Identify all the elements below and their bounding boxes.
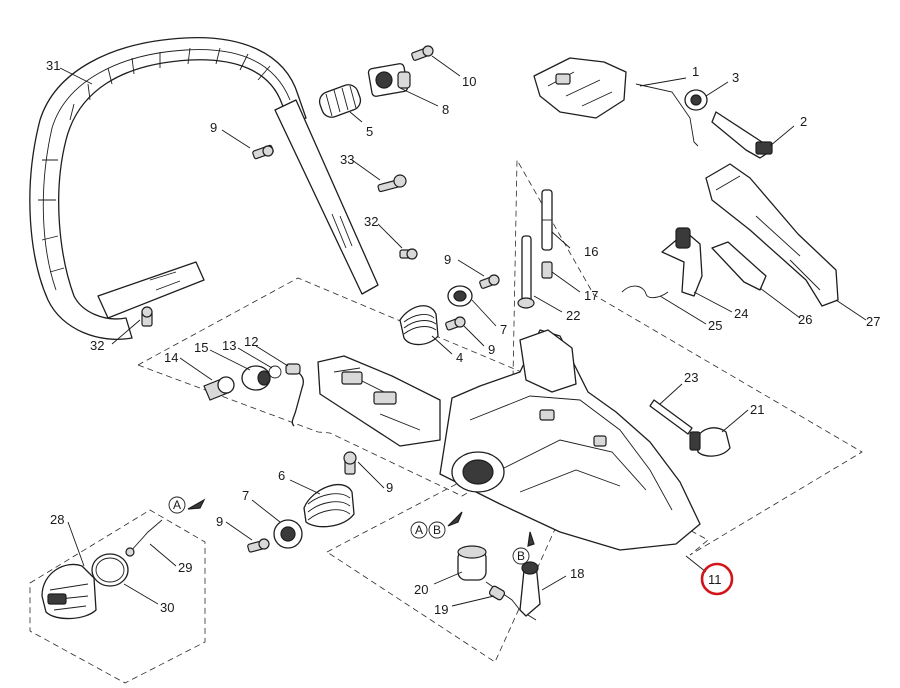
screw-9-upper bbox=[252, 144, 274, 160]
lockout-lever-26 bbox=[711, 241, 767, 291]
screw-9-bottom bbox=[247, 538, 270, 553]
screw-32-upper bbox=[399, 248, 418, 260]
callout-labels: 31 9 33 32 32 5 8 10 9 7 9 4 12 13 15 14… bbox=[46, 58, 880, 617]
throttle-rod-1 bbox=[635, 83, 699, 147]
callout-25: 25 bbox=[708, 318, 722, 333]
screw-33 bbox=[377, 174, 407, 193]
screw-9-right bbox=[479, 274, 500, 289]
callout-19: 19 bbox=[434, 602, 448, 617]
rubber-mount-7-lower bbox=[273, 519, 303, 549]
callout-24: 24 bbox=[734, 306, 748, 321]
svg-text:B: B bbox=[517, 549, 525, 563]
callout-5: 5 bbox=[366, 124, 373, 139]
primer-bulb-21 bbox=[689, 427, 731, 457]
svg-text:A: A bbox=[415, 523, 423, 537]
callout-3: 3 bbox=[732, 70, 739, 85]
callout-14: 14 bbox=[164, 350, 178, 365]
handle-cover-27 bbox=[705, 163, 839, 307]
marker-b-mid: B bbox=[512, 531, 535, 565]
callout-32-upper: 32 bbox=[364, 214, 378, 229]
leader-lines bbox=[59, 55, 867, 607]
stud-22 bbox=[517, 235, 535, 309]
callout-4: 4 bbox=[456, 350, 463, 365]
fuel-hose-12 bbox=[285, 363, 304, 427]
bolt-17 bbox=[541, 261, 553, 279]
spring-6 bbox=[303, 483, 355, 528]
oil-cap-group-box bbox=[29, 509, 206, 684]
rubber-mount-7-upper bbox=[447, 285, 473, 307]
callout-6: 6 bbox=[278, 468, 285, 483]
callout-8: 8 bbox=[442, 102, 449, 117]
throttle-assembly bbox=[533, 57, 627, 119]
screw-9-mid bbox=[445, 316, 466, 331]
choke-knob-2 bbox=[711, 111, 773, 159]
callout-1: 1 bbox=[692, 64, 699, 79]
carburetor-group-box bbox=[137, 277, 613, 497]
callout-33: 33 bbox=[340, 152, 354, 167]
callout-16: 16 bbox=[584, 244, 598, 259]
carburetor-base bbox=[317, 355, 441, 447]
intake-boot-15 bbox=[241, 365, 271, 391]
fuel-filter-14 bbox=[203, 376, 235, 401]
callout-22: 22 bbox=[566, 308, 580, 323]
callout-9-right: 9 bbox=[444, 252, 451, 267]
stud-16 bbox=[541, 189, 553, 251]
callout-10: 10 bbox=[462, 74, 476, 89]
front-handle-bar bbox=[29, 37, 379, 340]
callout-2: 2 bbox=[800, 114, 807, 129]
callout-17: 17 bbox=[584, 288, 598, 303]
o-ring-30 bbox=[91, 553, 129, 587]
spring-4 bbox=[399, 305, 439, 346]
throttle-trigger-24 bbox=[661, 227, 703, 297]
spring-5 bbox=[318, 84, 362, 118]
callout-26: 26 bbox=[798, 312, 812, 327]
callout-27: 27 bbox=[866, 314, 880, 329]
highlight-ring-11 bbox=[700, 562, 734, 596]
pin-23 bbox=[649, 399, 693, 435]
callout-15: 15 bbox=[194, 340, 208, 355]
screw-9-lower bbox=[343, 451, 357, 475]
anti-vibration-mount-8 bbox=[367, 63, 411, 97]
callout-11: 11 bbox=[708, 572, 722, 587]
grommet-18 bbox=[519, 561, 541, 617]
callout-23: 23 bbox=[684, 370, 698, 385]
callout-7-lower: 7 bbox=[242, 488, 249, 503]
grommet-3 bbox=[684, 89, 708, 111]
callout-9-bottom: 9 bbox=[216, 514, 223, 529]
svg-text:A: A bbox=[173, 498, 181, 512]
clamp-13 bbox=[268, 365, 282, 379]
fuel-filter-20 bbox=[457, 545, 487, 581]
oil-cap-28 bbox=[41, 563, 97, 620]
callout-30: 30 bbox=[160, 600, 174, 615]
screw-32-lower bbox=[141, 306, 153, 327]
callout-13: 13 bbox=[222, 338, 236, 353]
strap-29 bbox=[125, 519, 163, 557]
callout-28: 28 bbox=[50, 512, 64, 527]
crankcase-housing-11 bbox=[439, 329, 701, 551]
callout-9-lower: 9 bbox=[386, 480, 393, 495]
marker-ab: A B bbox=[410, 511, 463, 539]
callout-21: 21 bbox=[750, 402, 764, 417]
callout-20: 20 bbox=[414, 582, 428, 597]
callout-32-lower: 32 bbox=[90, 338, 104, 353]
screw-10 bbox=[411, 45, 434, 61]
svg-text:B: B bbox=[433, 523, 441, 537]
callout-12: 12 bbox=[244, 334, 258, 349]
callout-9-upper: 9 bbox=[210, 120, 217, 135]
marker-a-top: A bbox=[168, 496, 206, 514]
callout-31: 31 bbox=[46, 58, 60, 73]
callout-7-upper: 7 bbox=[500, 322, 507, 337]
callout-9-mid: 9 bbox=[488, 342, 495, 357]
callout-18: 18 bbox=[570, 566, 584, 581]
spring-25 bbox=[621, 285, 669, 299]
callout-29: 29 bbox=[178, 560, 192, 575]
